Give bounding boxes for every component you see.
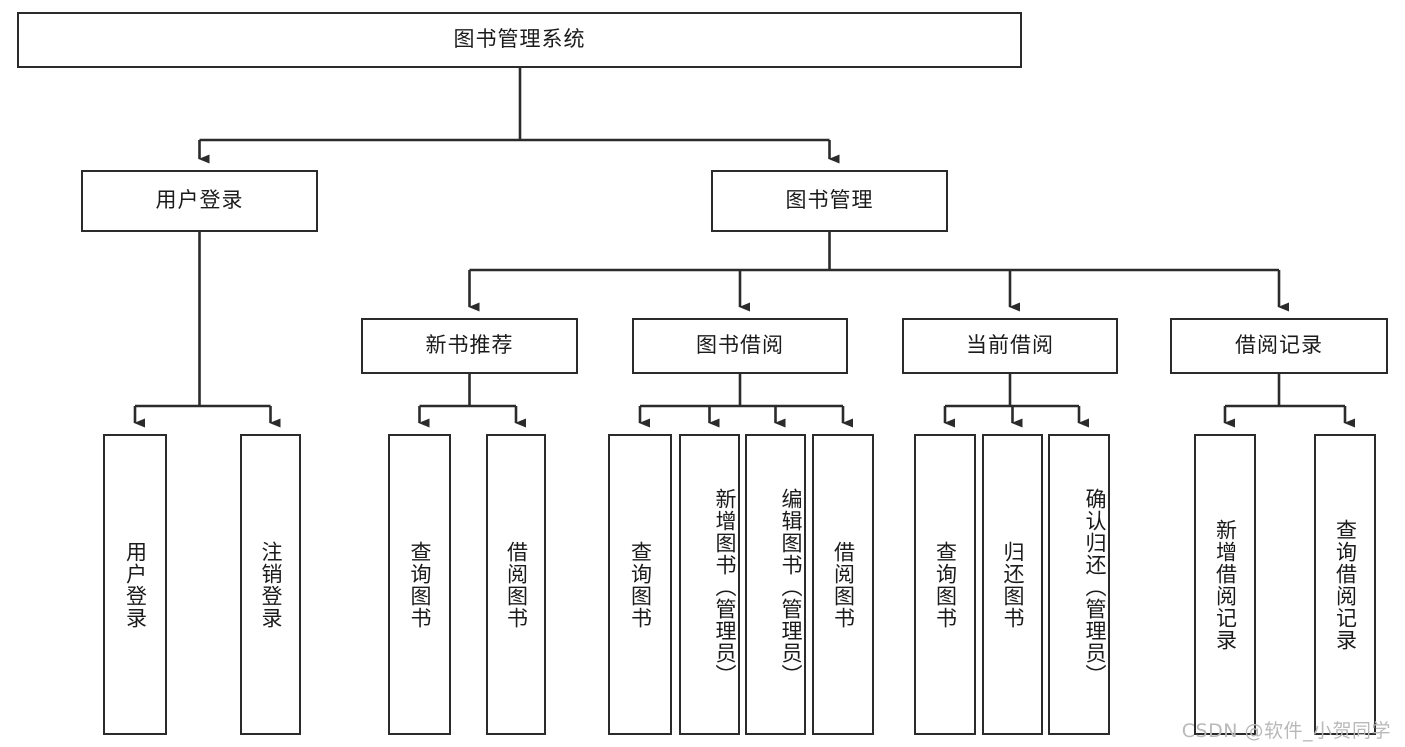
- node-label: 用户登录: [123, 540, 148, 629]
- node-l3-1-图书借阅[interactable]: 图书借阅: [632, 318, 848, 374]
- node-leaf-0-用户登录[interactable]: 用户登录: [103, 434, 167, 735]
- node-label: 借阅图书: [831, 540, 856, 629]
- node-leaf-11-新增借阅记录[interactable]: 新增借阅记录: [1194, 434, 1256, 735]
- node-label: 归还图书: [1000, 540, 1025, 629]
- node-label: 编辑图书（管理员）: [779, 487, 803, 686]
- node-leaf-3-借阅图书[interactable]: 借阅图书: [486, 434, 546, 735]
- node-label: 新增图书（管理员）: [713, 487, 737, 686]
- node-label: 查询借阅记录: [1333, 518, 1358, 651]
- node-label: 新增借阅记录: [1213, 518, 1238, 651]
- node-leaf-12-查询借阅记录[interactable]: 查询借阅记录: [1314, 434, 1376, 735]
- node-l3-0-新书推荐[interactable]: 新书推荐: [361, 318, 578, 374]
- node-l3-2-当前借阅[interactable]: 当前借阅: [902, 318, 1118, 374]
- node-label: 查询图书: [933, 540, 958, 629]
- node-l2-1-图书管理[interactable]: 图书管理: [711, 170, 948, 232]
- node-leaf-8-查询图书[interactable]: 查询图书: [914, 434, 976, 735]
- node-leaf-9-归还图书[interactable]: 归还图书: [982, 434, 1043, 735]
- node-label: 图书管理系统: [453, 27, 586, 52]
- node-leaf-7-借阅图书[interactable]: 借阅图书: [812, 434, 874, 735]
- node-leaf-5-新增图书管理员[interactable]: 新增图书（管理员）: [679, 434, 740, 735]
- node-root-0-图书管理系统[interactable]: 图书管理系统: [17, 12, 1022, 68]
- node-leaf-4-查询图书[interactable]: 查询图书: [608, 434, 672, 735]
- node-label: 借阅图书: [504, 540, 529, 629]
- node-leaf-2-查询图书[interactable]: 查询图书: [388, 434, 451, 735]
- node-label: 图书借阅: [696, 333, 784, 358]
- node-label: 借阅记录: [1235, 333, 1323, 358]
- node-l2-0-用户登录[interactable]: 用户登录: [81, 170, 318, 232]
- node-label: 新书推荐: [425, 333, 514, 358]
- node-label: 查询图书: [407, 540, 432, 629]
- node-label: 用户登录: [155, 188, 244, 213]
- node-label: 确认归还（管理员）: [1083, 487, 1107, 686]
- node-label: 查询图书: [628, 540, 653, 629]
- node-leaf-1-注销登录[interactable]: 注销登录: [240, 434, 301, 735]
- node-leaf-10-确认归还管理员[interactable]: 确认归还（管理员）: [1048, 434, 1110, 735]
- node-l3-3-借阅记录[interactable]: 借阅记录: [1170, 318, 1388, 374]
- node-label: 当前借阅: [966, 333, 1054, 358]
- node-leaf-6-编辑图书管理员[interactable]: 编辑图书（管理员）: [745, 434, 806, 735]
- node-label: 图书管理: [785, 188, 874, 213]
- node-label: 注销登录: [258, 540, 283, 629]
